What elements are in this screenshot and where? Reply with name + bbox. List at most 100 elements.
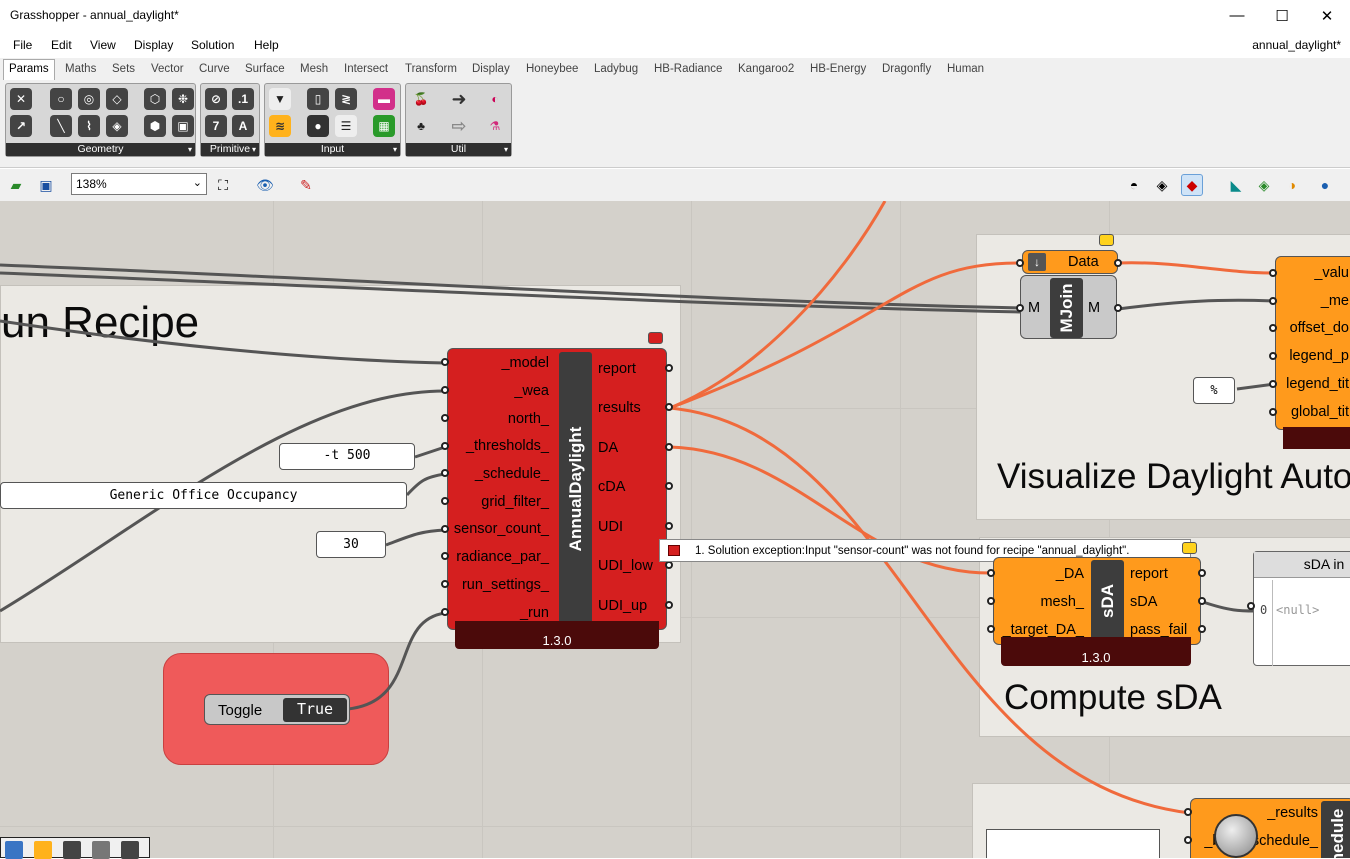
- tab-surface[interactable]: Surface: [245, 63, 285, 75]
- annual-daylight-component[interactable]: _model _wea north_ _thresholds_ _schedul…: [447, 348, 667, 630]
- mesh-icon[interactable]: ❉: [172, 88, 194, 110]
- mjoin-output[interactable]: M: [1088, 300, 1101, 316]
- input-grip[interactable]: [441, 552, 449, 560]
- input-grip[interactable]: [441, 608, 449, 616]
- input-model[interactable]: _model: [501, 355, 549, 371]
- tab-honeybee[interactable]: Honeybee: [526, 63, 579, 75]
- input-results[interactable]: _results: [1267, 805, 1318, 821]
- panel-icon[interactable]: ▼: [269, 88, 291, 110]
- output-udi-up[interactable]: UDI_up: [598, 598, 648, 614]
- output-cda[interactable]: cDA: [598, 479, 626, 495]
- python-icon[interactable]: [5, 841, 23, 859]
- input-global-title[interactable]: global_tit: [1290, 404, 1349, 420]
- gradient-icon[interactable]: ▬: [373, 88, 395, 110]
- input-radiance-par[interactable]: radiance_par_: [456, 549, 549, 565]
- input-grip[interactable]: [1184, 836, 1192, 844]
- tab-intersect[interactable]: Intersect: [344, 63, 389, 75]
- input-sensor-count[interactable]: sensor_count_: [453, 521, 549, 537]
- visualize-component[interactable]: _valu _me offset_do legend_p legend_tit …: [1275, 256, 1350, 430]
- boolean-icon[interactable]: ⊘: [205, 88, 227, 110]
- output-grip[interactable]: [1198, 625, 1206, 633]
- input-grip[interactable]: [441, 442, 449, 450]
- input-schedule[interactable]: _schedule_: [474, 466, 549, 482]
- input-grip[interactable]: [1269, 352, 1277, 360]
- input-grip[interactable]: [987, 597, 995, 605]
- tab-maths[interactable]: Maths: [65, 63, 97, 75]
- input-grip[interactable]: [1269, 269, 1277, 277]
- input-run-settings[interactable]: run_settings_: [461, 577, 549, 593]
- output-udi-low[interactable]: UDI_low: [598, 558, 653, 574]
- arrow-outline-icon[interactable]: ⇨: [451, 115, 467, 136]
- input-grip[interactable]: [1269, 324, 1277, 332]
- output-grip[interactable]: [1198, 569, 1206, 577]
- menu-solution[interactable]: Solution: [191, 38, 235, 52]
- grasshopper-canvas[interactable]: un Recipe Visualize Daylight Auto Comput…: [0, 201, 1350, 858]
- tab-transform[interactable]: Transform: [405, 63, 457, 75]
- sda-output-panel[interactable]: sDA in 0 <null>: [1253, 551, 1350, 666]
- integer-icon[interactable]: 7: [205, 115, 227, 137]
- input-thresholds[interactable]: _thresholds_: [465, 438, 549, 454]
- menu-file[interactable]: File: [13, 38, 33, 52]
- error-bubble-icon[interactable]: [648, 332, 663, 344]
- output-sda[interactable]: sDA: [1130, 594, 1158, 610]
- warning-bubble-icon[interactable]: [1099, 234, 1114, 246]
- toggle-icon[interactable]: [121, 841, 139, 859]
- tab-dragonfly[interactable]: Dragonfly: [882, 63, 932, 75]
- input-offset-dom[interactable]: offset_do: [1289, 320, 1349, 336]
- output-grip[interactable]: [1114, 259, 1122, 267]
- input-grip[interactable]: [1016, 259, 1024, 267]
- input-grip[interactable]: [1016, 304, 1024, 312]
- output-grip[interactable]: [665, 561, 673, 569]
- number-icon[interactable]: .1: [232, 88, 254, 110]
- input-legend-title[interactable]: legend_tit: [1286, 376, 1349, 392]
- point-icon[interactable]: ✕: [10, 88, 32, 110]
- output-grip[interactable]: [665, 522, 673, 530]
- input-value[interactable]: _valu: [1314, 265, 1349, 281]
- input-da[interactable]: _DA: [1055, 566, 1084, 582]
- output-report[interactable]: report: [1130, 566, 1168, 582]
- output-report[interactable]: report: [598, 361, 636, 377]
- shaded-preview-icon[interactable]: ◆: [1181, 174, 1203, 196]
- polyline-icon[interactable]: ⌇: [78, 115, 100, 137]
- sensor-count-panel[interactable]: 30: [316, 531, 386, 558]
- zoom-extents-icon[interactable]: ⛶: [218, 176, 228, 193]
- output-grip[interactable]: [665, 443, 673, 451]
- open-file-icon[interactable]: ▰: [10, 176, 22, 193]
- cherry-icon[interactable]: 🍒: [413, 92, 429, 106]
- output-grip[interactable]: [665, 482, 673, 490]
- percent-panel[interactable]: %: [1193, 377, 1235, 404]
- menu-display[interactable]: Display: [134, 38, 174, 52]
- tab-hb-radiance[interactable]: HB-Radiance: [654, 63, 723, 75]
- text-icon[interactable]: A: [232, 115, 254, 137]
- tab-display[interactable]: Display: [472, 63, 510, 75]
- tab-human[interactable]: Human: [947, 63, 985, 75]
- input-north[interactable]: north_: [507, 411, 549, 427]
- toggle-icon[interactable]: ▯: [307, 88, 329, 110]
- flask-icon[interactable]: ⚗: [489, 119, 501, 133]
- slider-icon[interactable]: ≷: [335, 88, 357, 110]
- mjoin-input[interactable]: M: [1028, 300, 1041, 316]
- input-grip[interactable]: [441, 469, 449, 477]
- eye-icon[interactable]: 👁: [256, 176, 274, 193]
- maximize-button[interactable]: ☐: [1275, 7, 1289, 25]
- input-mesh[interactable]: mesh_: [1040, 594, 1084, 610]
- mjoin-component[interactable]: M MJoin M: [1020, 275, 1117, 339]
- input-grip[interactable]: [441, 580, 449, 588]
- minimize-button[interactable]: —: [1229, 7, 1245, 24]
- field-icon[interactable]: ▣: [172, 115, 194, 137]
- save-icon[interactable]: ▣: [39, 176, 53, 193]
- gene-pool-icon[interactable]: ▦: [373, 115, 395, 137]
- output-grip[interactable]: [665, 601, 673, 609]
- thresholds-panel[interactable]: -t 500: [279, 443, 415, 470]
- input-grip[interactable]: [987, 569, 995, 577]
- box-icon[interactable]: ⬡: [144, 88, 166, 110]
- document-preview-icon[interactable]: ◑: [1287, 177, 1297, 193]
- output-udi[interactable]: UDI: [598, 519, 623, 535]
- preview-off-icon[interactable]: ◓: [1129, 177, 1139, 193]
- pill-icon[interactable]: ◐: [491, 92, 499, 106]
- dial-knob-icon[interactable]: [1214, 814, 1258, 858]
- output-results[interactable]: results: [598, 400, 641, 416]
- surface-icon[interactable]: ◇: [106, 88, 128, 110]
- menu-help[interactable]: Help: [254, 38, 279, 52]
- input-mesh[interactable]: _me: [1320, 293, 1349, 309]
